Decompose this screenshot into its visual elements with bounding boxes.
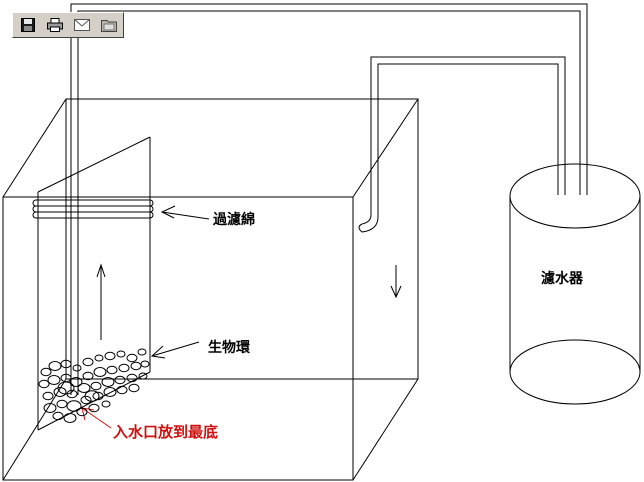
bio-ring xyxy=(63,413,77,423)
bio-ring xyxy=(92,391,104,401)
tank-edge-bottom-right xyxy=(352,378,419,481)
flow-arrow-down xyxy=(390,265,402,299)
bio-ring xyxy=(47,375,61,385)
filter-sponge xyxy=(32,199,154,219)
bio-ring xyxy=(77,383,91,393)
bio-ring xyxy=(76,407,88,417)
bio-ring xyxy=(114,375,126,385)
bio-ring xyxy=(80,395,92,405)
bio-ring xyxy=(57,381,75,395)
bio-ring xyxy=(101,377,115,387)
bio-ring xyxy=(82,357,94,367)
label-filter-device: 濾水器 xyxy=(541,270,584,287)
filter-partition xyxy=(37,136,151,431)
bio-ring xyxy=(43,403,57,413)
label-filter-sponge: 過濾綿 xyxy=(212,211,255,228)
flow-arrow-up xyxy=(96,263,106,340)
folder-icon xyxy=(101,20,117,32)
bio-ring xyxy=(103,387,117,397)
bio-ring xyxy=(140,360,150,368)
pointer-arrow-sponge xyxy=(160,205,210,220)
bio-ring xyxy=(93,367,107,377)
bio-ring xyxy=(38,379,50,389)
bio-ring xyxy=(126,353,138,363)
bio-ring xyxy=(138,372,148,380)
image-toolbar xyxy=(12,12,124,38)
bio-ring xyxy=(137,348,147,356)
email-icon xyxy=(74,19,90,31)
bio-ring xyxy=(53,387,67,397)
tank-back-face xyxy=(65,98,419,380)
tank-edge-bottom-left xyxy=(2,378,67,481)
bio-ring xyxy=(116,350,126,358)
folder-button[interactable] xyxy=(98,15,120,35)
tank-edge-top-right xyxy=(352,98,419,198)
bio-ring xyxy=(82,371,94,381)
bio-ring xyxy=(69,377,83,387)
bio-ring xyxy=(104,351,116,361)
bio-ring xyxy=(130,361,142,371)
bio-ring xyxy=(88,403,100,413)
save-button[interactable] xyxy=(17,15,39,35)
print-button[interactable] xyxy=(44,15,66,35)
bio-ring xyxy=(48,361,62,371)
bio-ring xyxy=(60,359,72,369)
print-icon xyxy=(47,18,63,32)
outlet-tube xyxy=(358,56,566,233)
bio-ring xyxy=(66,400,82,412)
inlet-tube xyxy=(70,3,588,395)
filter-canister xyxy=(509,163,641,405)
label-inlet-note: 入水口放到最底 xyxy=(113,423,218,441)
bio-ring xyxy=(52,411,64,421)
bio-ring xyxy=(40,367,52,377)
bio-ring xyxy=(116,385,128,395)
bio-ring xyxy=(84,390,100,402)
bio-ring xyxy=(90,381,102,391)
bio-ring xyxy=(42,391,54,401)
tank-front-face xyxy=(2,196,354,481)
bio-ring xyxy=(118,363,130,373)
bio-ring xyxy=(106,365,118,375)
bio-ring xyxy=(128,383,140,393)
email-button[interactable] xyxy=(71,15,93,35)
bio-ring xyxy=(126,373,138,383)
bio-rings xyxy=(38,348,150,423)
bio-ring xyxy=(101,400,111,408)
tank-edge-top-left xyxy=(2,98,67,198)
bio-ring xyxy=(94,354,104,362)
pointer-arrow-bio xyxy=(150,341,200,359)
bio-ring xyxy=(72,364,82,372)
bio-ring xyxy=(56,399,68,409)
label-bio-rings: 生物環 xyxy=(208,339,251,356)
save-icon xyxy=(21,18,35,32)
